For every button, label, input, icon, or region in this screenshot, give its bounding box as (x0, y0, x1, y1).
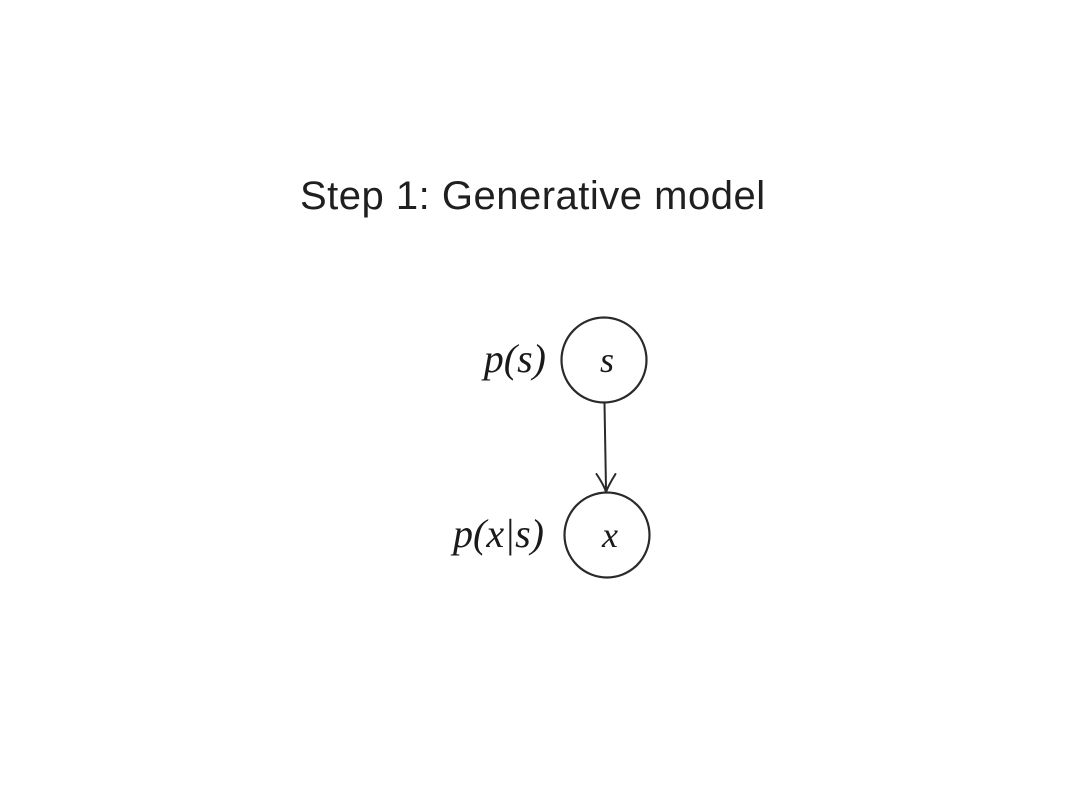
node-x-circle (563, 491, 651, 579)
slide-title: Step 1: Generative model (300, 174, 766, 218)
node-s-label: s (600, 340, 614, 380)
likelihood-annotation: p(x|s) (450, 511, 544, 556)
node-x-label: x (601, 515, 618, 555)
edge-s-to-x (603, 402, 607, 490)
prior-annotation: p(s) (481, 336, 546, 381)
node-s-circle (560, 316, 648, 404)
